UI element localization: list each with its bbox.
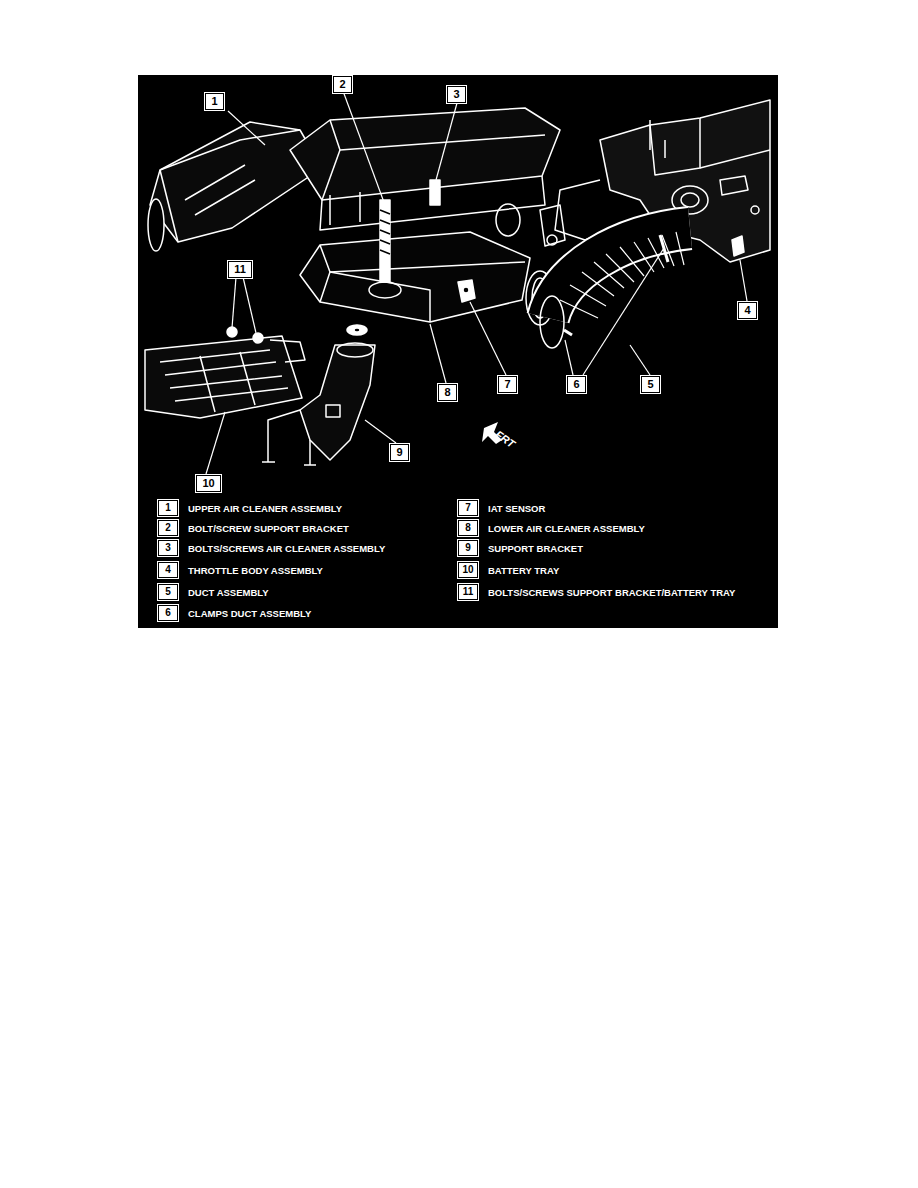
part-name: BOLTS/SCREWS AIR CLEANER ASSEMBLY	[188, 543, 385, 554]
callout-number: 1	[211, 95, 217, 107]
legend-entry: 9 SUPPORT BRACKET	[458, 540, 583, 556]
callout-box: 3	[447, 86, 466, 103]
callout-number: 7	[504, 378, 510, 390]
callout-box: 11	[228, 261, 252, 278]
callout-number: 8	[458, 520, 478, 536]
callout-number: 2	[158, 520, 178, 536]
callout-number: 4	[158, 562, 178, 578]
callout-number: 11	[458, 584, 478, 600]
parts	[145, 100, 770, 465]
callout-number: 4	[744, 304, 750, 316]
callout-box: 8	[438, 384, 457, 401]
callout-number: 3	[158, 540, 178, 556]
legend-entry: 3 BOLTS/SCREWS AIR CLEANER ASSEMBLY	[158, 540, 385, 556]
callout-number: 10	[458, 562, 478, 578]
legend-entry: 8 LOWER AIR CLEANER ASSEMBLY	[458, 520, 645, 536]
callout-number: 8	[444, 386, 450, 398]
part-name: BOLT/SCREW SUPPORT BRACKET	[188, 523, 349, 534]
callout-number: 9	[396, 446, 402, 458]
part-name: IAT SENSOR	[488, 503, 545, 514]
legend-entry: 4 THROTTLE BODY ASSEMBLY	[158, 562, 323, 578]
part-name: BATTERY TRAY	[488, 565, 559, 576]
part-name: SUPPORT BRACKET	[488, 543, 583, 554]
callout-number: 5	[647, 378, 653, 390]
callout-number: 6	[573, 378, 579, 390]
legend-entry: 5 DUCT ASSEMBLY	[158, 584, 269, 600]
callout-number: 9	[458, 540, 478, 556]
legend-entry: 10 BATTERY TRAY	[458, 562, 559, 578]
part-name: DUCT ASSEMBLY	[188, 587, 269, 598]
callout-box: 10	[196, 475, 221, 492]
callout-number: 11	[234, 263, 246, 275]
callout-box: 2	[333, 76, 352, 93]
part-name: BOLTS/SCREWS SUPPORT BRACKET/BATTERY TRA…	[488, 587, 735, 598]
leader-lines	[206, 91, 747, 474]
callout-box: 1	[205, 93, 224, 110]
black-panel	[138, 75, 778, 628]
callout-number: 2	[339, 78, 345, 90]
callout-number: 10	[202, 477, 214, 489]
callout-number: 5	[158, 584, 178, 600]
callout-box: 7	[498, 376, 517, 393]
callout-box: 9	[390, 444, 409, 461]
callout-box: 4	[738, 302, 757, 319]
callout-number: 1	[158, 500, 178, 516]
part-name: UPPER AIR CLEANER ASSEMBLY	[188, 503, 342, 514]
part-name: LOWER AIR CLEANER ASSEMBLY	[488, 523, 645, 534]
callout-box: 5	[641, 376, 660, 393]
part-name: CLAMPS DUCT ASSEMBLY	[188, 608, 311, 619]
legend-entry: 1 UPPER AIR CLEANER ASSEMBLY	[158, 500, 342, 516]
callout-number: 3	[453, 88, 459, 100]
legend-entry: 2 BOLT/SCREW SUPPORT BRACKET	[158, 520, 349, 536]
legend-entry: 6 CLAMPS DUCT ASSEMBLY	[158, 605, 311, 621]
callout-number: 6	[158, 605, 178, 621]
part-name: THROTTLE BODY ASSEMBLY	[188, 565, 323, 576]
callout-box: 6	[567, 376, 586, 393]
legend-entry: 11 BOLTS/SCREWS SUPPORT BRACKET/BATTERY T…	[458, 584, 735, 600]
callout-number: 7	[458, 500, 478, 516]
legend-entry: 7 IAT SENSOR	[458, 500, 545, 516]
